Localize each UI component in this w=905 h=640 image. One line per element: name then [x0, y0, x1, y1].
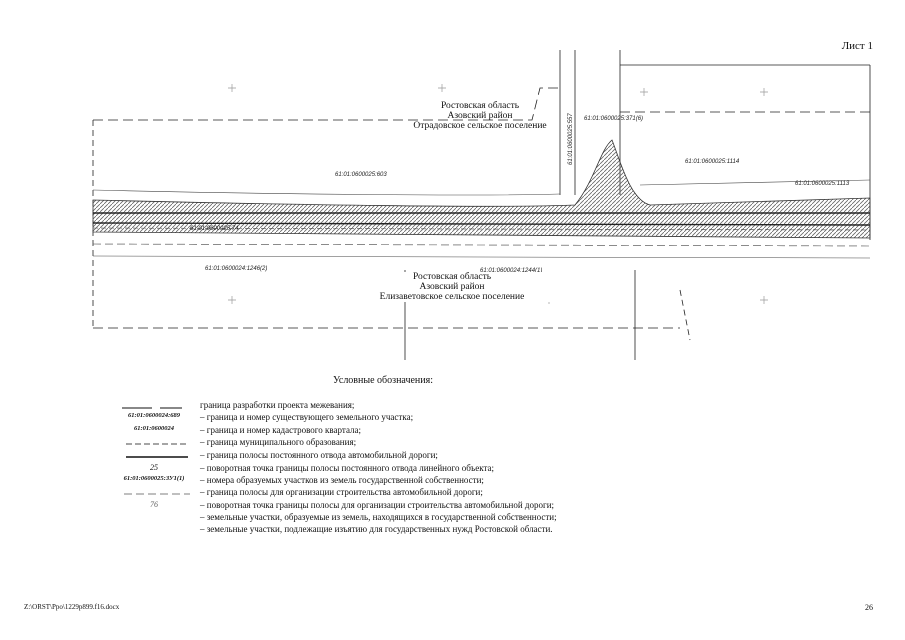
parcel-label: 61:01:0600025:74 — [190, 226, 239, 232]
legend-code: 76 — [150, 500, 158, 509]
legend-text: – граница полосы для организации строите… — [200, 487, 483, 497]
legend-item: 25 – поворотная точка границы полосы пос… — [112, 463, 732, 476]
road-corridor — [92, 139, 871, 259]
north-region-label: Ростовская область Азовский район Отрадо… — [360, 101, 600, 131]
legend-text: – земельные участки, подлежащие изъятию … — [200, 524, 553, 534]
legend-text: граница разработки проекта межевания; — [200, 400, 355, 410]
legend-code: 61:01:0600024 — [133, 425, 175, 432]
region-line: Елизаветовское сельское поселение — [379, 292, 525, 302]
legend-item: граница разработки проекта межевания; — [112, 400, 732, 413]
legend-item: – земельные участки, образуемые из земел… — [112, 512, 732, 525]
parcel-label: 61:01:0600024:1246(2) — [205, 266, 267, 272]
legend-code: 61:01:0600024:689 — [128, 412, 180, 419]
region-line: Ростовская область — [440, 101, 520, 111]
legend-symbol — [122, 407, 182, 409]
legend-symbol: 61:01:0600024:689 — [112, 412, 196, 425]
legend-code: 61:01:0600025:ЗУ1(1) — [123, 475, 185, 482]
survey-crosses — [228, 84, 768, 304]
legend-item: 61:01:0600025:ЗУ1(1) – номера образуемых… — [112, 475, 732, 488]
parcel-label: 61:01:0600025:371(6) — [584, 116, 643, 122]
legend-symbol — [112, 524, 196, 537]
parcel-labels: 61:01:0600025:603 61:01:0600025:557 61:0… — [190, 113, 850, 274]
legend-text: – поворотная точка границы полосы для ор… — [200, 500, 555, 510]
legend-item: – земельные участки, подлежащие изъятию … — [112, 524, 732, 537]
legend-item: 76 – поворотная точка границы полосы для… — [112, 500, 732, 513]
legend-item: – граница муниципального образования; — [112, 437, 732, 450]
legend-text: – земельные участки, образуемые из земел… — [200, 512, 557, 522]
sheet-label: Лист 1 — [841, 40, 873, 52]
legend-symbol: 61:01:0600024 — [112, 425, 196, 438]
legend-symbol: 25 — [112, 463, 196, 476]
cadastral-map: 61:01:0600025:603 61:01:0600025:557 61:0… — [92, 50, 871, 360]
legend-code: 25 — [150, 463, 158, 472]
region-line: Ростовская область — [412, 272, 492, 282]
footer-file-path: Z:\ORST\Ppo\1229p899.f16.docx — [24, 603, 120, 611]
parcel-label: 61:01:0600025:1113 — [795, 181, 850, 187]
parcel-label: 61:01:0600025:557 — [568, 113, 574, 165]
legend-item: 61:01:0600024 – граница и номер кадастро… — [112, 425, 732, 438]
legend-text: – граница и номер существующего земельно… — [200, 412, 414, 422]
legend-text: – граница и номер кадастрового квартала; — [200, 425, 362, 435]
parcel-label: 61:01:0600025:1114 — [685, 159, 740, 165]
page-number: 26 — [865, 603, 873, 612]
legend-symbol: 61:01:0600025:ЗУ1(1) — [112, 475, 196, 488]
region-line: Азовский район — [447, 111, 513, 121]
region-line: Отрадовское сельское поселение — [413, 121, 547, 131]
legend-item: – граница полосы для организации строите… — [112, 487, 732, 500]
parcel-label: 61:01:0600024:1244(1) — [480, 268, 542, 274]
parcel-label: 61:01:0600025:603 — [335, 172, 387, 178]
legend-text: – номера образуемых участков из земель г… — [200, 475, 484, 485]
legend-item: – граница полосы постоянного отвода авто… — [112, 450, 732, 463]
legend-symbol — [124, 493, 190, 495]
legend-symbol — [126, 456, 188, 458]
south-region-label: Ростовская область Азовский район Елизав… — [332, 272, 572, 302]
legend-symbol — [126, 443, 188, 445]
legend-symbol: 76 — [112, 500, 196, 513]
legend-text: – граница полосы постоянного отвода авто… — [200, 450, 438, 460]
legend-text: – граница муниципального образования; — [200, 437, 357, 447]
legend-item: 61:01:0600024:689 – граница и номер суще… — [112, 412, 732, 425]
legend-title: Условные обозначения: — [333, 375, 434, 386]
region-line: Азовский район — [419, 282, 485, 292]
legend-text: – поворотная точка границы полосы постоя… — [200, 463, 494, 473]
